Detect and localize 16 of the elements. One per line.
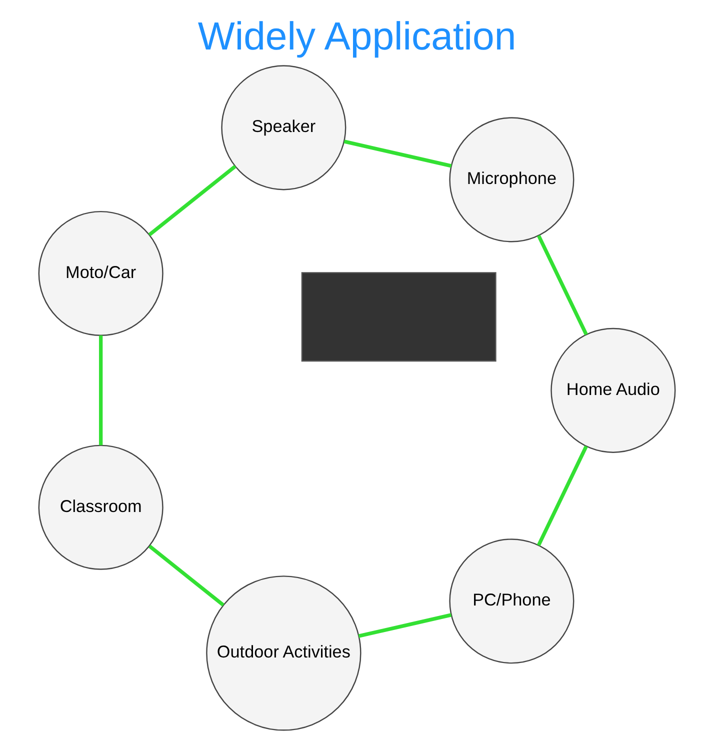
node-circle: Speaker: [220, 65, 346, 190]
connector: [148, 164, 236, 236]
connector: [536, 234, 588, 336]
node-circle: Home Audio: [550, 328, 676, 453]
diagram-title: Widely Application: [197, 14, 516, 58]
node-circle: Outdoor Activities: [206, 576, 361, 731]
node-circle: Microphone: [448, 117, 574, 242]
connector: [148, 544, 224, 606]
node-box: [300, 272, 496, 362]
node-circle: Moto/Car: [38, 210, 163, 336]
connector: [536, 446, 588, 546]
node-circle: PC/Phone: [448, 538, 574, 664]
connector: [358, 613, 452, 638]
connector: [343, 140, 452, 168]
node-circle: Classroom: [38, 444, 163, 570]
connector: [98, 335, 102, 446]
